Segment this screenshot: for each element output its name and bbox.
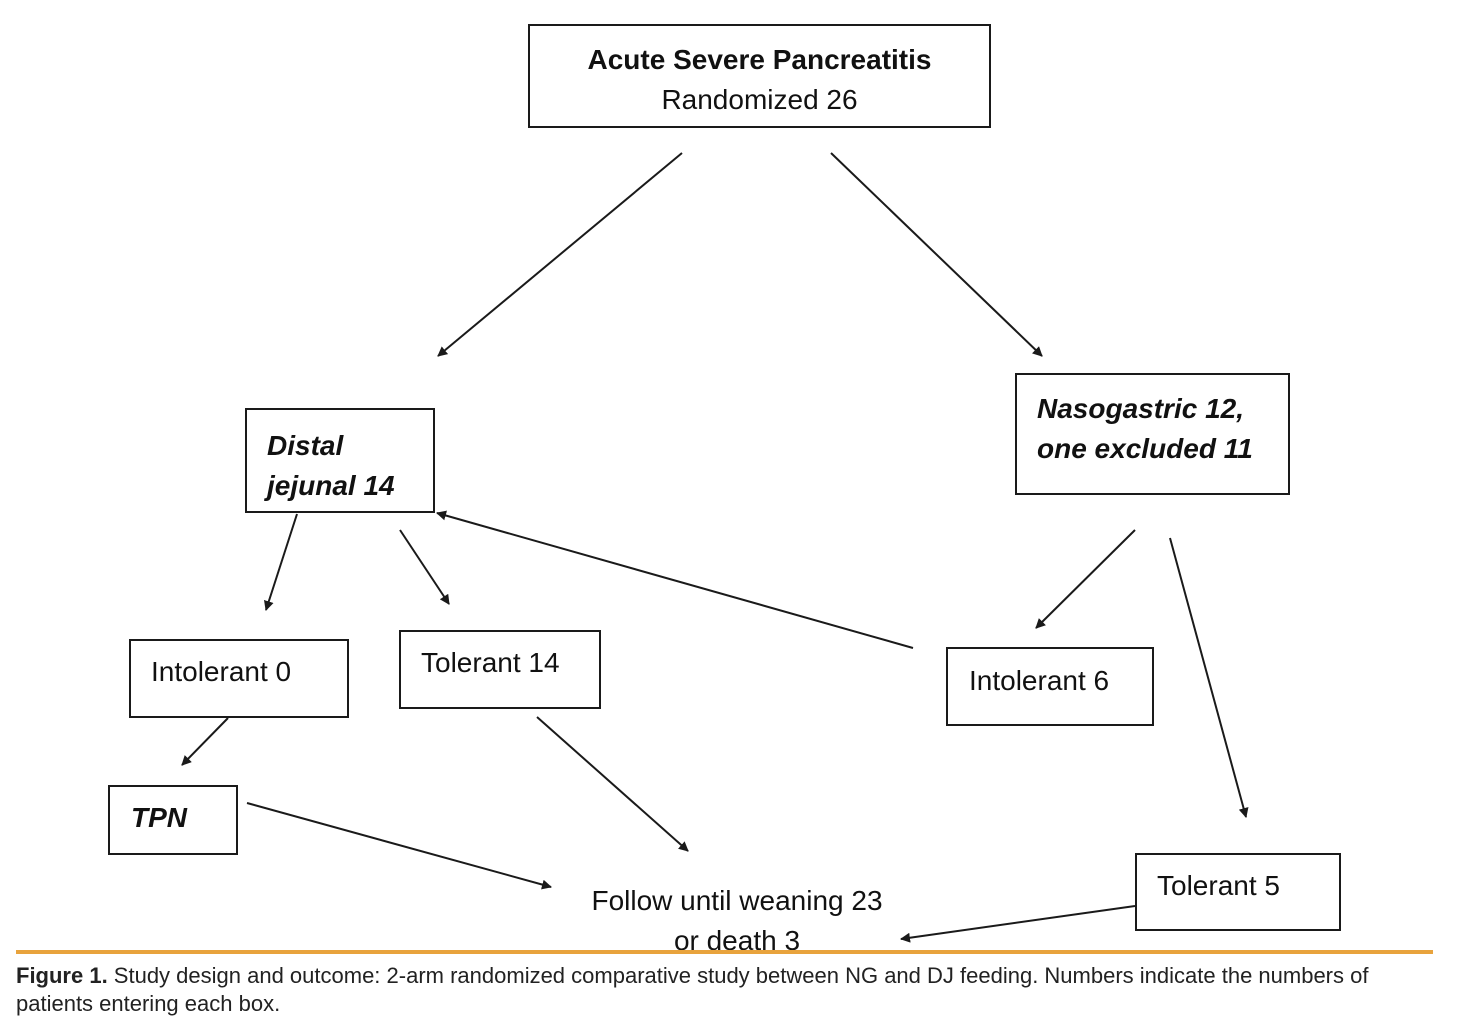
figure-caption-text: Study design and outcome: 2-arm randomiz… — [16, 963, 1369, 1016]
outcome-line2: or death 3 — [673, 925, 801, 956]
dj-intolerant-label: Intolerant 0 — [151, 656, 292, 687]
outcome-line1: Follow until weaning 23 — [591, 885, 883, 916]
arrow-ng-to-intolerant — [1035, 529, 1136, 629]
root-title: Acute Severe Pancreatitis — [587, 44, 932, 75]
arrow-intolerant0-to-tpn — [181, 717, 229, 766]
tpn-label: TPN — [131, 802, 187, 833]
dj-intolerant-box: Intolerant 0 — [129, 639, 349, 718]
arrow-tolerant5-to-outcome — [900, 905, 1136, 943]
arrow-ng-to-tolerant — [1169, 537, 1249, 818]
arrow-tpn-to-outcome — [246, 802, 552, 890]
arrow-ng-intolerant-to-dj — [436, 510, 914, 649]
caption-rule — [16, 950, 1433, 954]
root-subtitle: Randomized 26 — [661, 84, 858, 115]
ng-tolerant-label: Tolerant 5 — [1157, 870, 1280, 901]
ng-tolerant-box: Tolerant 5 — [1135, 853, 1341, 931]
distal-jejunal-line2: jejunal 14 — [267, 470, 395, 501]
ng-intolerant-label: Intolerant 6 — [969, 665, 1110, 696]
root-box: Acute Severe Pancreatitis Randomized 26 — [528, 24, 991, 128]
arrow-root-to-distal-jejunal — [437, 152, 683, 357]
tpn-box: TPN — [108, 785, 238, 855]
nasogastric-line1: Nasogastric 12, — [1037, 393, 1244, 424]
outcome-text: Follow until weaning 23 or death 3 — [567, 881, 907, 961]
arrow-tolerant14-to-outcome — [536, 716, 689, 852]
distal-jejunal-box: Distal jejunal 14 — [245, 408, 435, 513]
distal-jejunal-line1: Distal — [267, 430, 344, 461]
dj-tolerant-label: Tolerant 14 — [421, 647, 560, 678]
figure-caption: Figure 1. Study design and outcome: 2-ar… — [16, 962, 1436, 1018]
nasogastric-line2: one excluded 11 — [1037, 433, 1253, 464]
arrow-root-to-nasogastric — [830, 152, 1043, 357]
arrow-dj-to-intolerant — [264, 513, 298, 611]
figure-label: Figure 1. — [16, 963, 108, 988]
dj-tolerant-box: Tolerant 14 — [399, 630, 601, 709]
nasogastric-box: Nasogastric 12, one excluded 11 — [1015, 373, 1290, 495]
arrow-dj-to-tolerant — [399, 529, 450, 605]
ng-intolerant-box: Intolerant 6 — [946, 647, 1154, 726]
